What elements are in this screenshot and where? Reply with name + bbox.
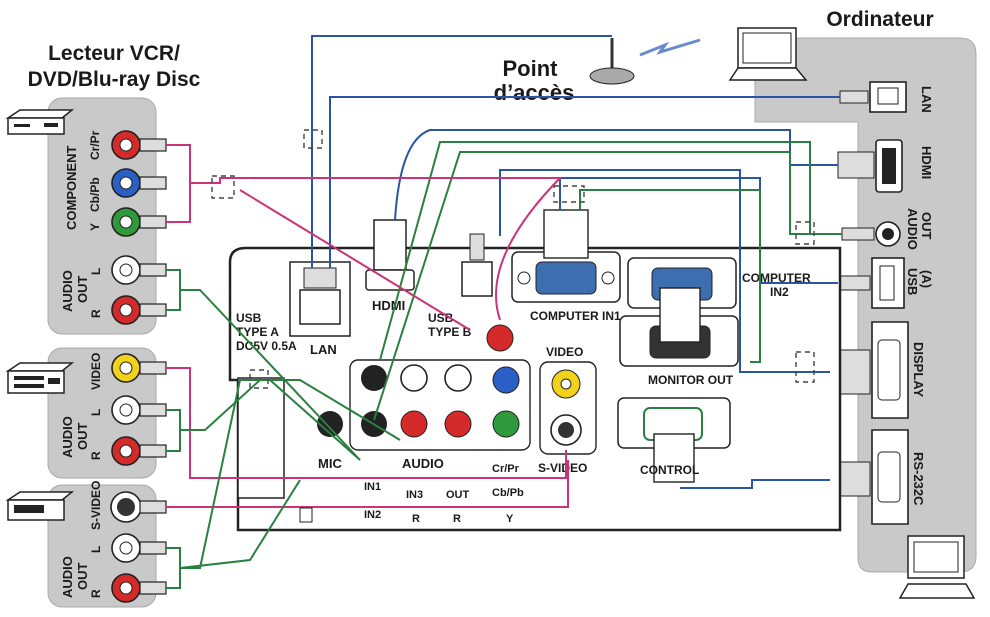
projector-control-port	[617, 397, 731, 483]
pc-lan-port	[839, 81, 907, 113]
cr-p-label: Cr/Pr	[492, 463, 520, 475]
audio-r-jack-1	[111, 295, 141, 325]
usb-type-a-line1: USB	[236, 311, 262, 325]
access-point-label-2: d’accès	[494, 80, 575, 105]
audio-out-label-2: AUDIO	[60, 416, 75, 458]
audio-l-label-2: L	[89, 409, 103, 416]
control-label: CONTROL	[640, 463, 699, 477]
audio-out-label-1: AUDIO	[60, 270, 75, 312]
pc-usb-label-2: (A)	[919, 270, 934, 288]
computer-in1-label: COMPUTER IN1	[530, 309, 621, 323]
cb-pb-label: Cb/Pb	[88, 177, 102, 212]
computer-title: Ordinateur	[826, 8, 933, 31]
projector-foot	[237, 377, 285, 499]
audio-r-label-3: R	[89, 589, 103, 598]
computer-in1-port	[511, 209, 621, 303]
cb-p-label: Cb/Pb	[492, 487, 524, 499]
audio-out-label-1b: OUT	[75, 276, 90, 304]
video-label: VIDEO	[89, 353, 103, 390]
port-r-label-1: R	[412, 513, 420, 525]
port-r-label-2: R	[453, 513, 461, 525]
pc-audio-out-label-2: OUT	[919, 212, 934, 240]
access-point-label-1: Point	[503, 56, 559, 81]
cable-audio	[166, 269, 401, 589]
usb-type-a-line2: TYPE A	[236, 325, 279, 339]
pc-rs232c-label: RS-232C	[911, 452, 926, 506]
s-video-jack	[110, 491, 142, 523]
pc-usb-port	[837, 257, 905, 309]
audio-l-label-1: L	[89, 268, 103, 275]
cable-component	[166, 144, 569, 508]
projector-av-jacks	[349, 324, 531, 451]
component-y-jack	[111, 207, 141, 237]
access-point-icon	[589, 38, 701, 85]
port-y-label: Y	[506, 513, 514, 525]
pc-audio-out-label: AUDIO	[905, 208, 920, 250]
y-label: Y	[88, 223, 102, 231]
projector-video-svideo-block	[539, 361, 597, 455]
audio-out-label-3: AUDIO	[60, 556, 75, 598]
audio-l-label-3: L	[89, 546, 103, 553]
computer-panel	[754, 37, 977, 573]
cr-pr-label: Cr/Pr	[88, 130, 102, 160]
pc-display-label: DISPLAY	[911, 342, 926, 397]
pc-hdmi-port	[837, 139, 903, 193]
in2-label: IN2	[364, 509, 381, 521]
pc-lan-label: LAN	[919, 86, 934, 113]
usb-type-b-line1: USB	[428, 311, 454, 325]
audio-out-label-2b: OUT	[75, 423, 90, 451]
projector-hdmi-port	[365, 219, 415, 291]
usb-type-b-line2: TYPE B	[428, 325, 472, 339]
projector-video-label: VIDEO	[546, 345, 583, 359]
vcr-title-line2: DVD/Blu-ray Disc	[28, 68, 201, 91]
vcr-title-line1: Lecteur VCR/	[48, 42, 180, 65]
video-jack	[111, 353, 141, 383]
audio-r-jack-2	[111, 436, 141, 466]
audio-label: AUDIO	[402, 456, 444, 471]
s-video-label: S-VIDEO	[89, 481, 103, 530]
projector-mic-jack	[317, 411, 343, 437]
projector-usb-b-port	[461, 233, 493, 297]
audio-r-label-1: R	[89, 309, 103, 318]
monitor-out-label: MONITOR OUT	[648, 373, 734, 387]
projector-hdmi-label: HDMI	[372, 298, 405, 313]
out-label: OUT	[446, 489, 470, 501]
pc-display-port	[829, 321, 909, 419]
laptop-icon	[728, 27, 808, 81]
projector-lan-port	[289, 261, 351, 337]
audio-l-jack-1	[111, 255, 141, 285]
cable-network	[311, 35, 842, 489]
audio-r-label-2: R	[89, 451, 103, 460]
dvd-player-icon	[5, 109, 75, 135]
left-rca-plugs	[139, 138, 167, 595]
projector-lan-label: LAN	[310, 342, 337, 357]
computer-in2-label-2: IN2	[770, 285, 789, 299]
desktop-computer-icon	[898, 535, 976, 599]
pc-audio-out-port	[841, 221, 901, 247]
audio-r-jack-3	[111, 573, 141, 603]
vcr-player-icon	[5, 491, 75, 521]
component-label: COMPONENT	[64, 145, 79, 230]
audio-l-jack-2	[111, 395, 141, 425]
projector-svideo-label: S-VIDEO	[538, 461, 587, 475]
pc-hdmi-label: HDMI	[919, 146, 934, 179]
component-cb-jack	[111, 168, 141, 198]
mic-label: MIC	[318, 456, 342, 471]
in1-label: IN1	[364, 481, 381, 493]
audio-l-jack-3	[111, 533, 141, 563]
audio-out-label-3b: OUT	[75, 563, 90, 591]
monitor-out-port	[619, 287, 739, 367]
cable-breaks	[211, 129, 815, 389]
vcr-dvd-combo-icon	[5, 362, 75, 394]
kensington-lock-icon	[299, 507, 313, 523]
pc-usb-label: USB	[905, 268, 920, 295]
usb-type-a-line3: DC5V 0.5A	[236, 339, 297, 353]
component-cr-jack	[111, 130, 141, 160]
in3-label: IN3	[406, 489, 423, 501]
